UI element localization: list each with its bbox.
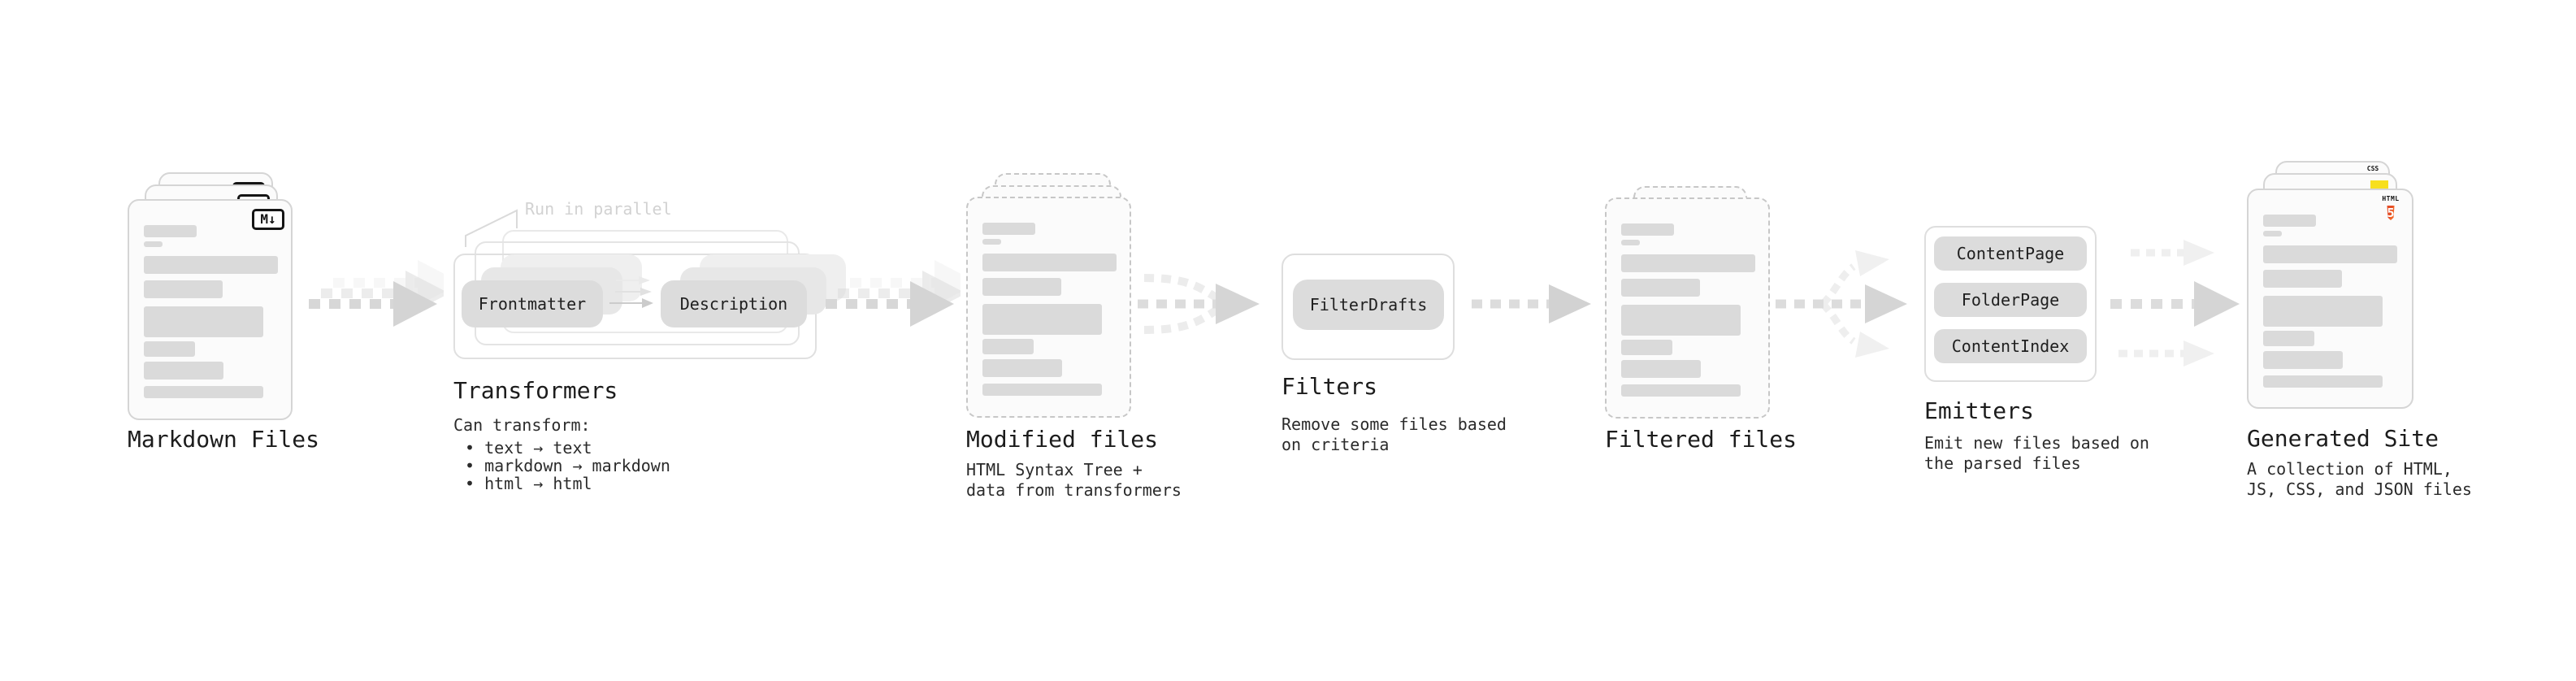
emitters-desc: Emit new files based on the parsed files	[1924, 433, 2149, 473]
placeholder-content-bar	[982, 254, 1117, 271]
filters-title: Filters	[1281, 373, 1378, 400]
placeholder-content-bar	[1621, 360, 1701, 378]
fork-arrow-filtered-to-emitters	[1776, 250, 1907, 358]
generated-site-title: Generated Site	[2247, 425, 2439, 452]
transformers-title: Transformers	[453, 377, 618, 404]
placeholder-content-bar	[2263, 215, 2316, 227]
placeholder-content-bar	[144, 362, 223, 380]
placeholder-content-bar	[982, 359, 1062, 377]
placeholder-content-bar	[2263, 231, 2282, 236]
html5-icon-label: HTML	[2382, 195, 2400, 202]
placeholder-content-bar	[982, 384, 1102, 396]
transformers-bullets: • text → text • markdown → markdown • ht…	[465, 439, 670, 492]
placeholder-content-bar	[1621, 240, 1640, 245]
placeholder-content-bar	[2263, 375, 2383, 388]
emitters-title: Emitters	[1924, 397, 2034, 424]
folderpage-pill: FolderPage	[1934, 283, 2087, 317]
modified-file-card	[966, 197, 1131, 418]
transformers-desc-heading: Can transform:	[453, 415, 591, 435]
filters-desc: Remove some files based on criteria	[1281, 414, 1507, 454]
placeholder-content-bar	[1621, 254, 1755, 272]
placeholder-content-bar	[144, 225, 197, 237]
placeholder-content-bar	[144, 241, 163, 247]
flow-arrows-emitters-to-generated	[2110, 240, 2240, 367]
annotation-leader-line	[465, 209, 518, 247]
placeholder-content-bar	[1621, 279, 1700, 297]
placeholder-content-bar	[144, 341, 195, 357]
generated-site-desc: A collection of HTML, JS, CSS, and JSON …	[2247, 459, 2472, 499]
placeholder-content-bar	[982, 339, 1034, 354]
flow-arrow-filters-to-filtered	[1472, 284, 1591, 323]
filtered-file-card	[1605, 197, 1770, 419]
placeholder-content-bar	[1621, 223, 1674, 236]
placeholder-content-bar	[1621, 305, 1741, 336]
css-icon: CSS	[2365, 166, 2381, 172]
placeholder-content-bar	[2263, 296, 2383, 327]
flow-arrow-markdown-to-transformers	[309, 260, 444, 327]
bullet-markdown-to-markdown: • markdown → markdown	[465, 456, 670, 475]
bullet-html-to-html: • html → html	[465, 474, 592, 493]
bullet-text-to-text: • text → text	[465, 438, 592, 458]
placeholder-content-bar	[144, 256, 278, 274]
markdown-files-title: Markdown Files	[128, 426, 320, 453]
filtered-files-title: Filtered files	[1605, 426, 1798, 453]
modified-files-desc: HTML Syntax Tree + data from transformer…	[966, 460, 1182, 500]
merge-arrow-modified-to-filters	[1138, 274, 1260, 334]
placeholder-content-bar	[144, 280, 223, 298]
placeholder-content-bar	[144, 306, 263, 337]
run-in-parallel-note: Run in parallel	[525, 199, 672, 219]
placeholder-content-bar	[2263, 351, 2343, 369]
placeholder-content-bar	[144, 386, 263, 398]
filterdrafts-pill: FilterDrafts	[1293, 280, 1444, 330]
flow-arrow-transformers-to-modified	[826, 260, 961, 327]
html5-icon: HTML 5	[2380, 195, 2401, 223]
generated-html-card: HTML 5	[2247, 189, 2413, 409]
placeholder-content-bar	[982, 304, 1102, 335]
html5-icon-shield: 5	[2387, 206, 2395, 220]
markdown-file-card: M↓	[128, 199, 293, 420]
placeholder-content-bar	[1621, 384, 1741, 397]
modified-files-title: Modified files	[966, 426, 1159, 453]
placeholder-content-bar	[982, 278, 1061, 296]
contentindex-pill: ContentIndex	[1934, 329, 2087, 363]
contentpage-pill: ContentPage	[1934, 236, 2087, 271]
css-icon-label: CSS	[2366, 165, 2379, 172]
pill-to-pill-arrows	[609, 276, 653, 308]
frontmatter-pill: Frontmatter	[462, 280, 603, 327]
placeholder-content-bar	[2263, 245, 2397, 263]
js-icon	[2370, 180, 2388, 189]
placeholder-content-bar	[982, 239, 1001, 245]
placeholder-content-bar	[2263, 270, 2342, 288]
markdown-icon: M↓	[252, 209, 284, 230]
placeholder-content-bar	[2263, 331, 2314, 346]
placeholder-content-bar	[982, 223, 1035, 235]
description-pill: Description	[661, 280, 807, 327]
placeholder-content-bar	[1621, 340, 1672, 355]
